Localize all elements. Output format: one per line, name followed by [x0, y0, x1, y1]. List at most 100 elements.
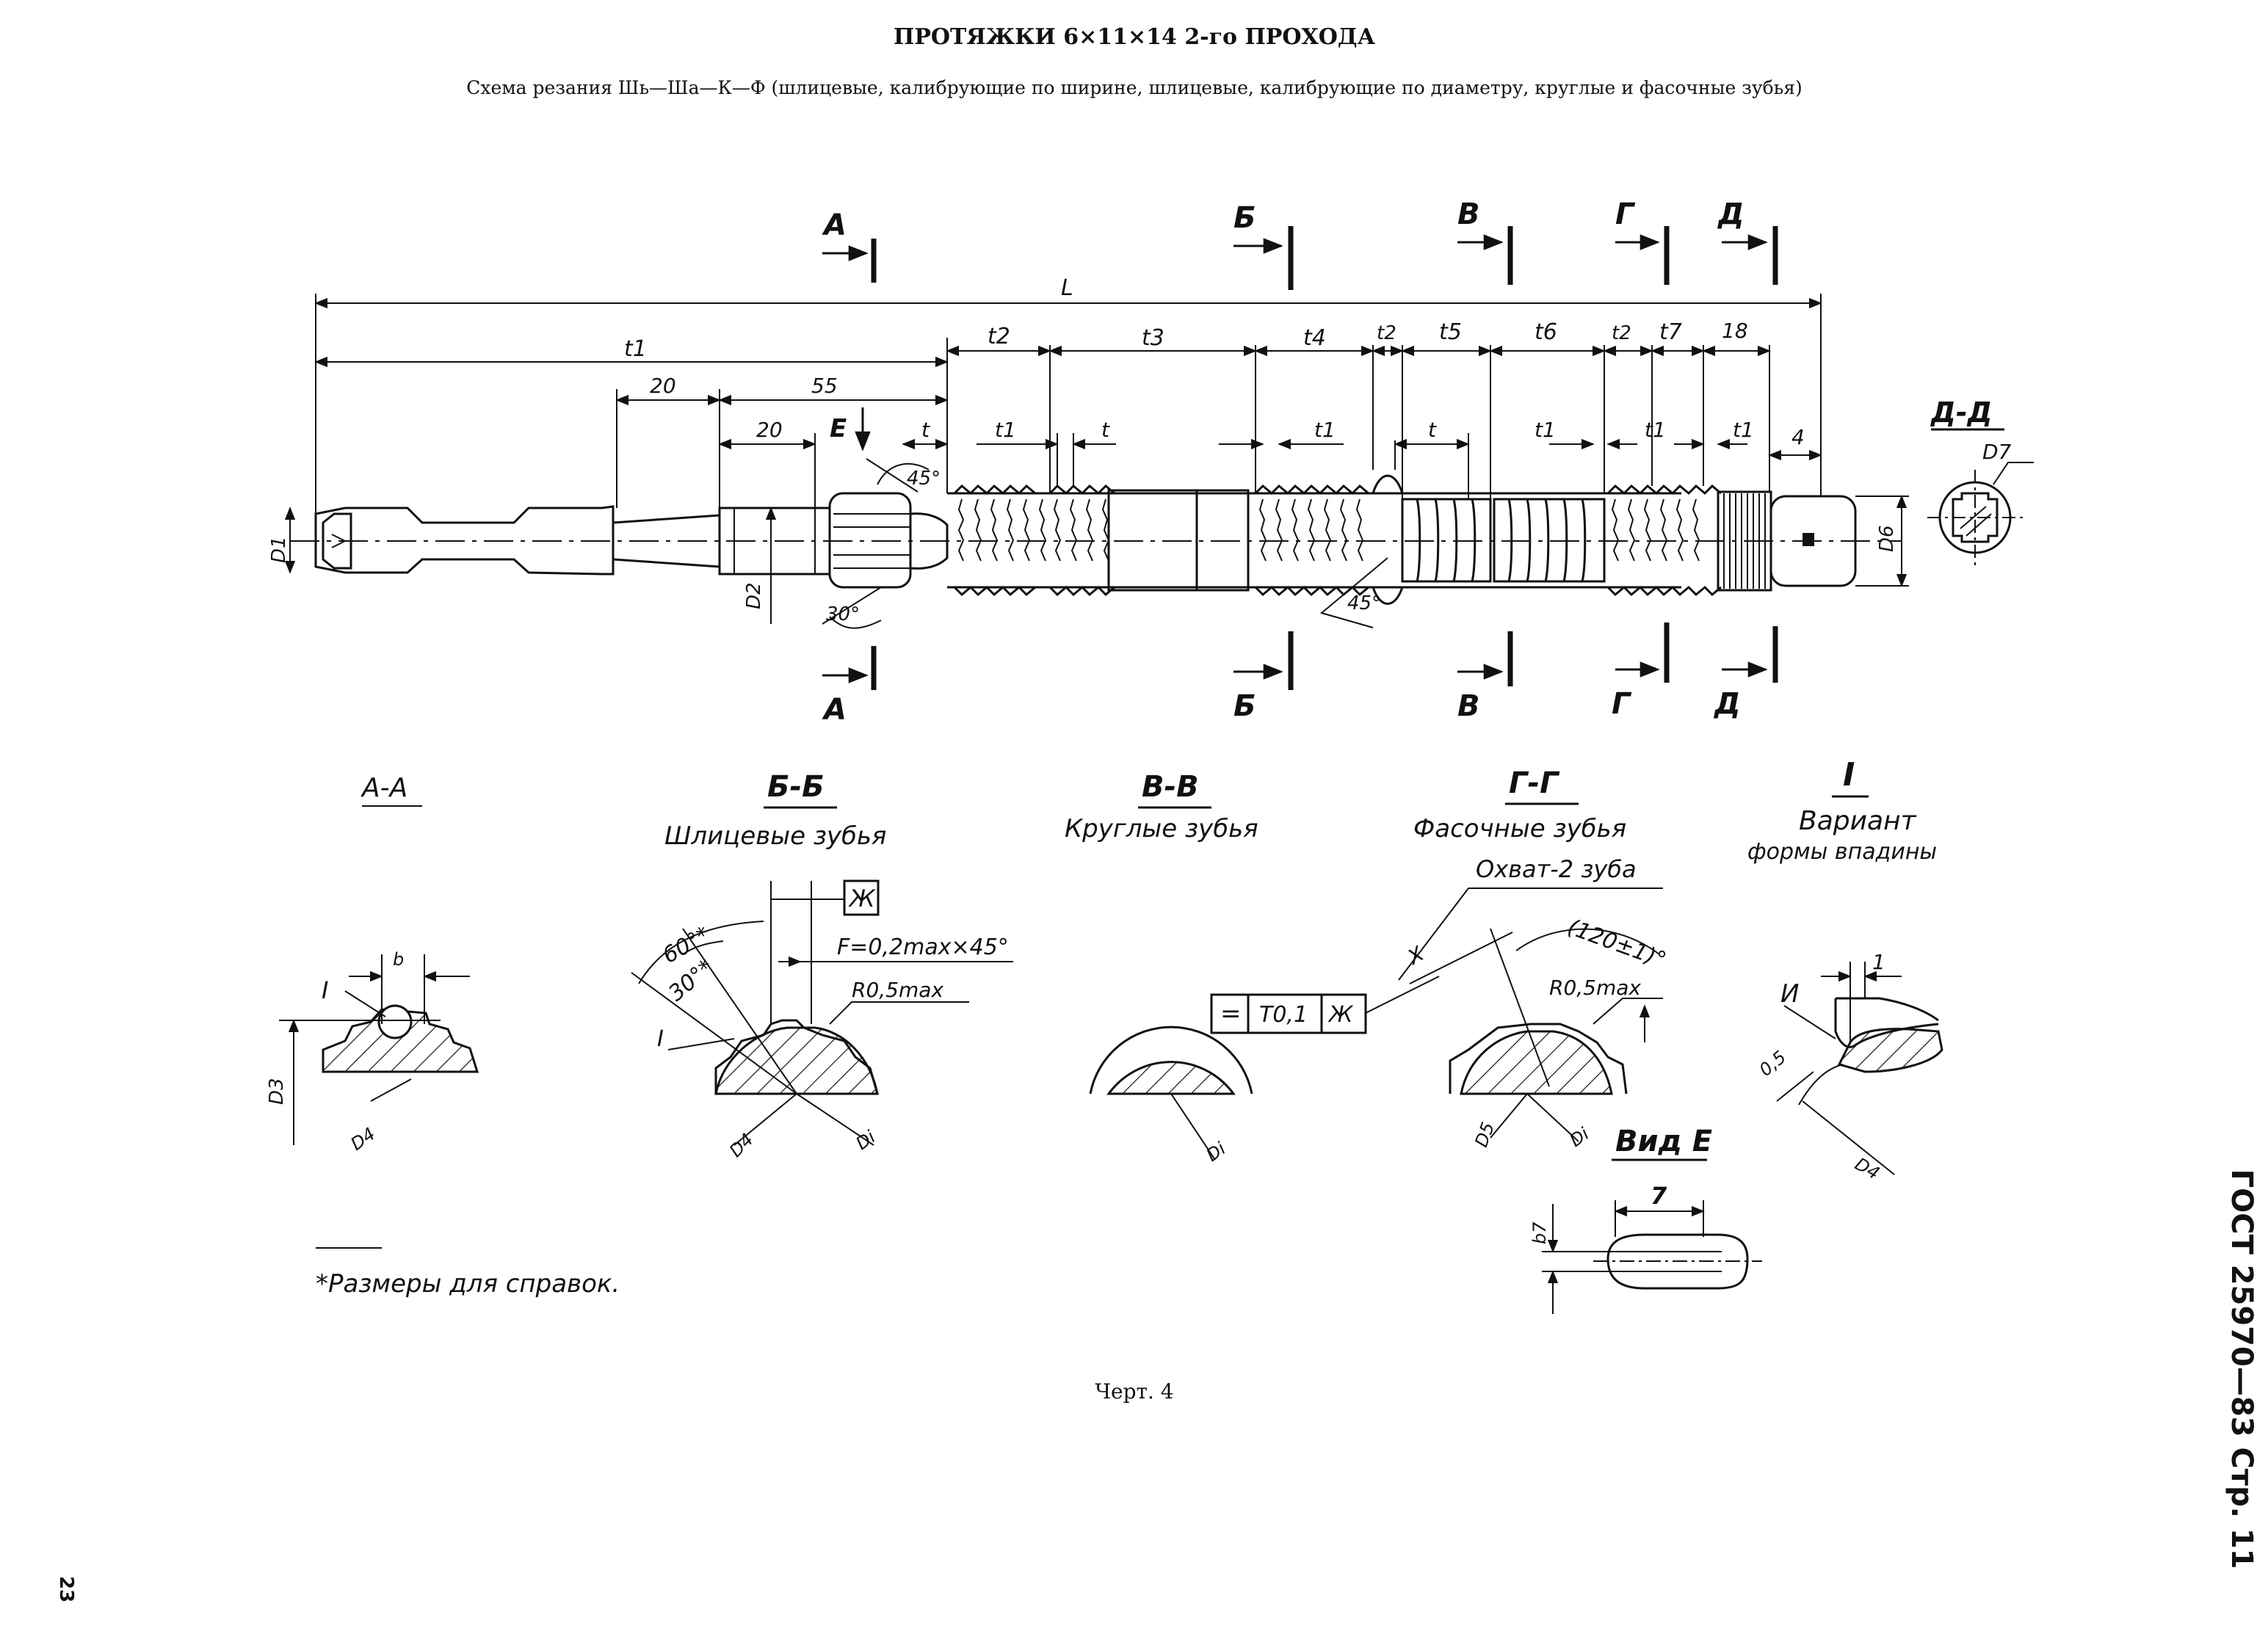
gost-side-label: ГОСТ 25970—83 Стр. 11 — [2225, 1169, 2258, 1569]
detail-i: I Вариант формы впадины 1 И 0,5 D4 — [1747, 756, 1943, 1184]
dim-20-a: 20 — [650, 374, 676, 398]
section-vv-title: В-В — [1142, 770, 1199, 804]
label-di-c: Di — [1566, 1123, 1593, 1151]
view-e-marker: Е — [830, 414, 847, 443]
label-di-a: Di — [852, 1126, 880, 1154]
label-r05-b: R0,5max — [1549, 976, 1641, 1000]
view-e-title: Вид Е — [1615, 1125, 1712, 1158]
label-d5: D5 — [1471, 1119, 1499, 1150]
dim-t4: t4 — [1303, 325, 1326, 351]
label-i-cyr: И — [1780, 979, 1799, 1009]
detail-ref-i-b: I — [657, 1026, 664, 1052]
tolerance-value: T0,1 — [1259, 1002, 1308, 1028]
figure-caption: Черт. 4 — [1095, 1379, 1173, 1404]
drawing-title: ПРОТЯЖКИ 6×11×14 2-го ПРОХОДА — [894, 24, 1376, 50]
dim-t1: t1 — [624, 336, 647, 362]
label-di-b: Di — [1203, 1138, 1230, 1166]
section-mark-d-top: Д — [1717, 197, 1745, 231]
dim-4: 4 — [1791, 425, 1805, 449]
detail-ref-i-a: I — [322, 976, 328, 1004]
label-chamfer: F=0,2max×45° — [837, 934, 1009, 960]
cutting-scheme-subtitle: Схема резания Шь—Шa—К—Ф (шлицевые, калиб… — [466, 77, 1803, 98]
dim-t2-b: t2 — [1377, 322, 1396, 344]
dim-t1-d: t1 — [1645, 418, 1666, 442]
section-mark-b-top: Б — [1233, 201, 1256, 235]
section-vv-subtitle: Круглые зубья — [1065, 814, 1258, 843]
label-d4-a: D4 — [347, 1123, 379, 1154]
tolerance-datum: Ж — [1327, 1002, 1354, 1028]
label-d4-c: D4 — [1852, 1153, 1883, 1183]
label-r05-a: R0,5max — [852, 978, 943, 1002]
tolerance-zh-a: Ж — [848, 885, 876, 912]
dim-chain-top — [314, 345, 1771, 368]
broach-main-view: L t1 t2 t3 t4 t2 t5 t6 t2 t7 18 — [268, 197, 1909, 727]
dim-chain-mid — [615, 394, 1822, 461]
section-mark-b-bottom: Б — [1233, 689, 1256, 723]
section-bb-title: Б-Б — [767, 770, 825, 804]
section-mark-g-top: Г — [1615, 197, 1636, 231]
angle-45-b: 45° — [1347, 592, 1381, 614]
section-mark-v-bottom: В — [1457, 689, 1480, 723]
dim-t7: t7 — [1659, 319, 1682, 345]
label-7: 7 — [1651, 1182, 1667, 1210]
page-number: 23 — [55, 1576, 77, 1602]
section-gg-subtitle: Фасочные зубья — [1413, 814, 1626, 843]
section-aa-title: А-А — [361, 773, 407, 803]
dim-18: 18 — [1722, 319, 1748, 343]
extension-lines — [315, 294, 1822, 514]
section-mark-a-top: А — [822, 208, 847, 242]
dim-t6: t6 — [1535, 319, 1557, 345]
detail-i-title: I — [1843, 756, 1855, 794]
dim-d6: D6 — [1876, 525, 1898, 552]
section-bb: Б-Б Шлицевые зубья Ж F=0,2max×45° R0,5ma… — [631, 770, 1013, 1161]
view-e: Вид Е 7 b7 — [1529, 1125, 1762, 1314]
label-d7: D7 — [1982, 440, 2012, 464]
label-coverage: Охват-2 зуба — [1476, 855, 1637, 883]
dim-d2: D2 — [743, 582, 765, 609]
dim-t1-a: t1 — [995, 418, 1016, 442]
angle-30: 30° — [826, 603, 860, 625]
chamfer-teeth — [1606, 484, 1722, 597]
section-vv: В-В Круглые зубья Di = T0,1 Ж — [1065, 770, 1367, 1166]
dim-t3: t3 — [1142, 325, 1164, 351]
round-teeth — [1401, 498, 1606, 583]
dim-t5: t5 — [1439, 319, 1462, 345]
section-mark-a-bottom: А — [822, 693, 847, 727]
dim-t2-a: t2 — [988, 324, 1010, 349]
dim-t-c: t — [1428, 418, 1437, 442]
dim-55: 55 — [811, 374, 838, 398]
dim-20-b: 20 — [756, 418, 783, 442]
dim-t1-e: t1 — [1733, 418, 1754, 442]
dim-overall-length: L — [1061, 275, 1073, 301]
tolerance-symbol: = — [1220, 999, 1242, 1028]
section-gg-title: Г-Г — [1509, 766, 1560, 800]
dim-d1: D1 — [268, 536, 290, 563]
spline-teeth — [953, 474, 1404, 605]
section-marks-bottom — [822, 623, 1778, 690]
label-d4-b: D4 — [725, 1129, 758, 1161]
section-mark-d-bottom: Д — [1713, 687, 1741, 721]
label-b: b — [393, 949, 404, 970]
dim-t2-c: t2 — [1612, 322, 1631, 344]
section-marks-top — [822, 226, 1778, 290]
label-1: 1 — [1872, 950, 1885, 974]
label-d3: D3 — [266, 1078, 288, 1105]
footnote: *Размеры для справок. — [316, 1269, 620, 1299]
section-mark-v-top: В — [1457, 197, 1480, 231]
section-dd: Д-Д D7 — [1927, 396, 2034, 565]
rear-hole — [1803, 533, 1814, 546]
section-dd-title: Д-Д — [1930, 396, 1992, 429]
dim-t1-c: t1 — [1535, 418, 1556, 442]
angle-45-a: 45° — [907, 468, 941, 490]
section-mark-g-bottom: Г — [1612, 687, 1632, 721]
dim-t1-b: t1 — [1314, 418, 1336, 442]
label-05: 0,5 — [1756, 1047, 1790, 1081]
detail-i-subtitle-1: Вариант — [1799, 806, 1917, 836]
angle-120: (120±1)° — [1564, 914, 1669, 973]
section-gg: Г-Г Фасочные зубья Охват-2 зуба (120±1)°… — [1365, 766, 1670, 1151]
label-b7: b7 — [1529, 1222, 1550, 1244]
section-aa: А-А D3 b I D4 — [266, 773, 479, 1155]
dim-t-a: t — [921, 418, 930, 442]
section-bb-subtitle: Шлицевые зубья — [664, 821, 887, 851]
